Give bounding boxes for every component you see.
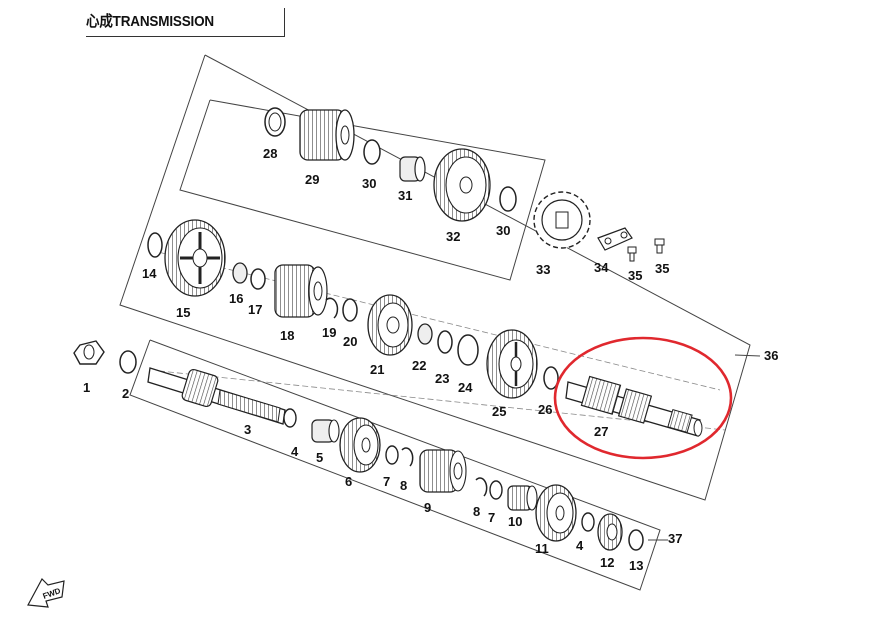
diagram-title: 心成TRANSMISSION <box>86 10 214 31</box>
part-label-32: 32 <box>446 229 460 244</box>
gear-32 <box>433 148 491 222</box>
circlip-8-b <box>475 477 488 497</box>
part-label-25: 25 <box>492 404 506 419</box>
part-label-18: 18 <box>280 328 294 343</box>
gear-15 <box>164 219 226 297</box>
part-label-19: 19 <box>322 325 336 340</box>
washer-4-a <box>283 408 297 428</box>
gear-11 <box>535 484 577 542</box>
axis-line-countershaft <box>149 369 726 431</box>
washer-17 <box>250 268 266 290</box>
lock-plate-34 <box>597 227 633 251</box>
washer-20 <box>342 298 358 322</box>
part-label-21: 21 <box>370 362 384 377</box>
part-label-4: 4 <box>291 444 299 459</box>
title-main: TRANSMISSION <box>112 13 215 30</box>
gear-18 <box>274 264 328 318</box>
gear-9 <box>419 449 467 493</box>
part-label-3: 3 <box>244 422 251 437</box>
part-label-1: 1 <box>83 380 90 395</box>
gear-29 <box>299 109 355 161</box>
washer-30-a <box>363 139 381 165</box>
gear-6 <box>339 417 381 473</box>
washer-26 <box>543 366 559 390</box>
part-label-27: 27 <box>594 424 608 439</box>
part-label-8: 8 <box>473 504 480 519</box>
bushing-16 <box>232 262 248 284</box>
part-label-5: 5 <box>316 450 323 465</box>
part-label-11: 11 <box>535 541 549 556</box>
part-label-20: 20 <box>343 334 357 349</box>
bushing-22 <box>417 323 433 345</box>
highlight-ring-part-27 <box>553 336 733 460</box>
part-label-37: 37 <box>668 531 682 546</box>
part-label-33: 33 <box>536 262 550 277</box>
part-label-31: 31 <box>398 188 412 203</box>
part-label-9: 9 <box>424 500 431 515</box>
group-outline-36 <box>119 54 751 501</box>
bolt-35-a <box>627 246 637 262</box>
group-outline-37 <box>129 339 661 591</box>
bushing-10 <box>507 485 538 511</box>
part-label-22: 22 <box>412 358 426 373</box>
part-label-10: 10 <box>508 514 522 529</box>
leader-36 <box>734 354 761 357</box>
countershaft-3 <box>147 367 286 425</box>
part-label-7: 7 <box>488 510 495 525</box>
title-frame <box>86 8 285 37</box>
gear-12 <box>597 513 623 551</box>
sprocket-33 <box>533 191 591 249</box>
washer-7-a <box>385 445 399 465</box>
washer-24 <box>457 334 479 366</box>
washer-28-inner <box>268 112 282 132</box>
washer-2 <box>119 350 137 374</box>
part-label-17: 17 <box>248 302 262 317</box>
part-label-2: 2 <box>122 386 129 401</box>
part-label-15: 15 <box>176 305 190 320</box>
bushing-5 <box>311 419 340 443</box>
gear-21 <box>367 294 413 356</box>
bolt-35-b <box>654 238 665 254</box>
group-outline-sprocket <box>179 99 546 281</box>
part-label-13: 13 <box>629 558 643 573</box>
part-label-4: 4 <box>576 538 584 553</box>
part-label-35: 35 <box>655 261 669 276</box>
part-label-35: 35 <box>628 268 642 283</box>
part-label-16: 16 <box>229 291 243 306</box>
gear-25 <box>486 329 538 399</box>
bushing-31 <box>399 156 426 182</box>
axis-line-mainshaft <box>149 249 721 391</box>
part-label-30: 30 <box>496 223 510 238</box>
washer-7-b <box>489 480 503 500</box>
washer-23 <box>437 330 453 354</box>
washer-14 <box>147 232 163 258</box>
part-label-12: 12 <box>600 555 614 570</box>
washer-13 <box>628 529 644 551</box>
forward-arrow-icon: FWD <box>27 578 65 608</box>
part-label-8: 8 <box>400 478 407 493</box>
main-shaft-27 <box>565 375 703 437</box>
part-label-24: 24 <box>458 380 473 395</box>
part-label-28: 28 <box>263 146 277 161</box>
part-label-34: 34 <box>594 260 609 275</box>
part-label-6: 6 <box>345 474 352 489</box>
part-label-7: 7 <box>383 474 390 489</box>
washer-4-b <box>581 512 595 532</box>
part-label-36: 36 <box>764 348 778 363</box>
circlip-19 <box>325 297 339 319</box>
washer-28 <box>264 107 286 137</box>
part-label-29: 29 <box>305 172 319 187</box>
circlip-8-a <box>401 447 414 467</box>
part-label-23: 23 <box>435 371 449 386</box>
title-prefix: 心成 <box>86 13 113 30</box>
part-label-30: 30 <box>362 176 376 191</box>
washer-30-b <box>499 186 517 212</box>
part-label-14: 14 <box>142 266 157 281</box>
nut-1 <box>73 340 105 365</box>
part-label-26: 26 <box>538 402 552 417</box>
